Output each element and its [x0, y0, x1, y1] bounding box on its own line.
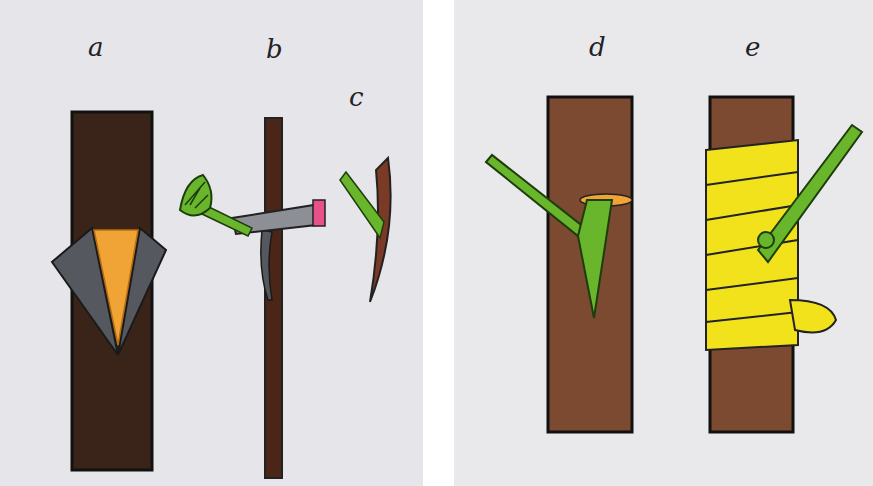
panel-letter: a — [88, 34, 104, 60]
knife-handle — [313, 200, 325, 226]
bud-stalk — [486, 155, 585, 236]
panel-letter: d — [589, 34, 606, 60]
grafting-tape — [706, 140, 798, 350]
leaf — [180, 175, 211, 216]
tape-wraps — [706, 172, 798, 322]
paper-left — [0, 0, 423, 486]
bud-stalk — [758, 125, 862, 262]
bud — [758, 232, 774, 248]
panel-letter: e — [745, 34, 760, 60]
bud-stalk — [340, 172, 384, 238]
bark-slice — [261, 230, 272, 300]
bud-shield — [578, 200, 612, 318]
panel-letter: b — [266, 36, 283, 62]
trunk — [548, 97, 632, 432]
leaf-veins — [185, 182, 208, 208]
exposed-cambium — [94, 230, 138, 345]
panel-letter: c — [349, 84, 364, 110]
tape-end — [790, 300, 836, 332]
paper-right — [454, 0, 873, 486]
